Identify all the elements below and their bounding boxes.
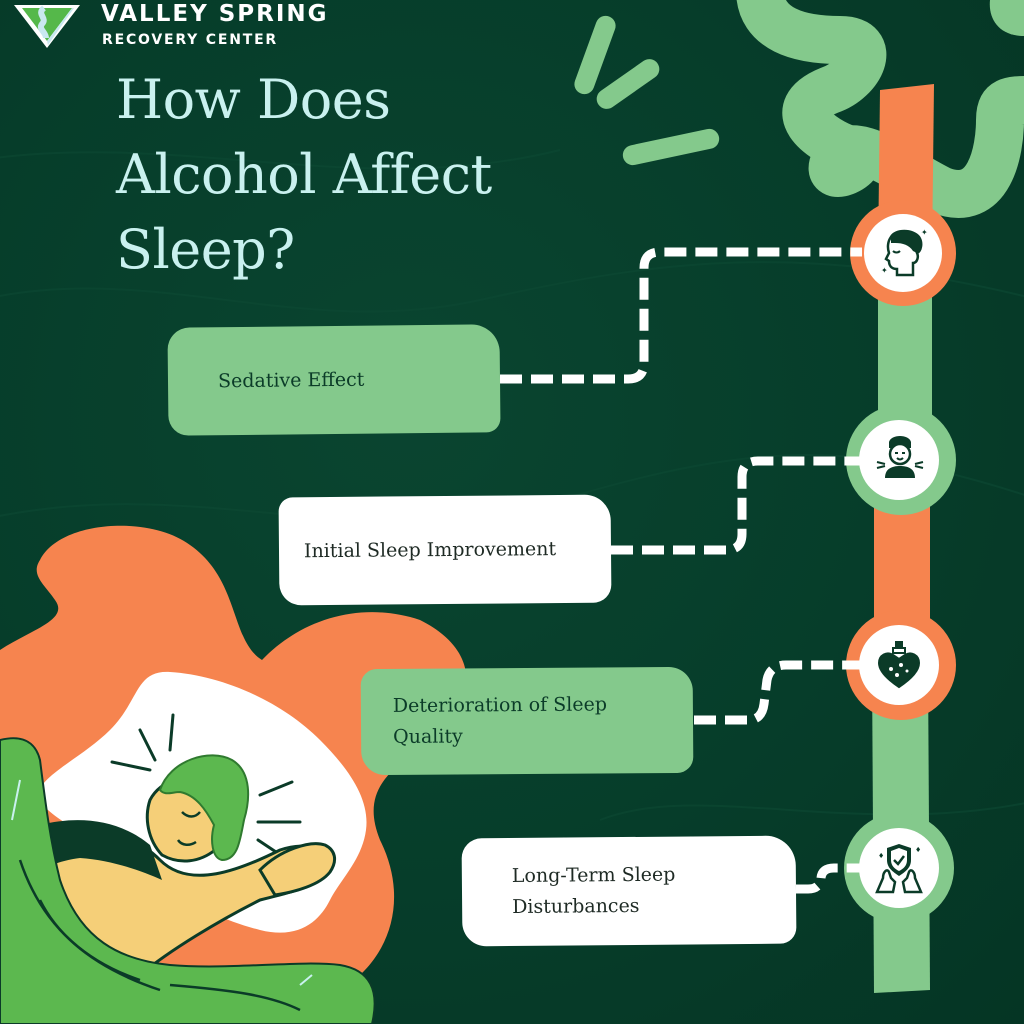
dashed-connectors (500, 247, 862, 894)
step-label-line-1: Deterioration of Sleep (392, 693, 608, 717)
step-label: Sedative Effect (217, 368, 365, 392)
title-line-2: Alcohol Affect (116, 143, 492, 206)
timeline-step-3-box: Deterioration of Sleep Quality (360, 666, 694, 776)
title-line-1: How Does (116, 68, 391, 131)
page-title: How Does Alcohol Affect Sleep? (116, 62, 492, 287)
svg-text:♦: ♦ (878, 852, 884, 860)
green-corner-blob (989, 0, 1024, 36)
hands-shield-check-icon: ♦ ♦ (875, 844, 923, 894)
brand-subtitle: RECOVERY CENTER (102, 32, 279, 48)
timeline-step-2-box: Initial Sleep Improvement (278, 494, 612, 606)
sleeping-face-icon: ✦ ✦ (881, 228, 928, 277)
sleeper-hair (158, 754, 250, 862)
brand-name: VALLEY SPRING (101, 1, 329, 27)
blanket-shape (0, 737, 376, 1024)
svg-text:♦: ♦ (915, 846, 921, 854)
timeline-step-1-box: Sedative Effect (167, 324, 501, 436)
relaxed-person-icon (876, 436, 924, 478)
title-line-3: Sleep? (116, 218, 295, 281)
svg-text:✦: ✦ (881, 266, 888, 275)
timeline-step-4-box: Long-Term Sleep Disturbances (461, 835, 797, 947)
step-label: Initial Sleep Improvement (303, 537, 557, 562)
step-label-line-1: Long-Term Sleep (511, 863, 676, 888)
svg-text:✦: ✦ (921, 228, 928, 237)
heart-potion-bottle-icon (877, 641, 921, 689)
step-label-line-2: Quality (393, 725, 463, 748)
step-label-line-2: Disturbances (512, 894, 640, 919)
green-squiggle-shape (736, 0, 1024, 218)
valley-river-triangle-icon (14, 5, 80, 48)
sparkle-strokes (574, 15, 720, 166)
